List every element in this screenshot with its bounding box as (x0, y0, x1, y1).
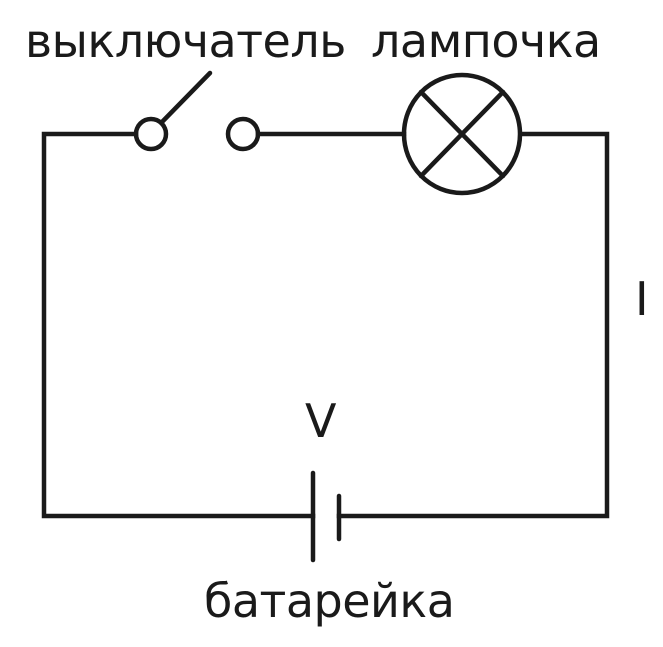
switch-symbol (133, 70, 261, 152)
switch-label: выключатель (25, 14, 346, 68)
battery-label: батарейка (204, 574, 455, 628)
lamp-symbol (401, 72, 523, 196)
voltage-label: V (305, 394, 337, 448)
circuit-wires (41, 131, 610, 519)
switch-lever (159, 70, 213, 125)
wire-right (336, 131, 610, 519)
current-label: I (635, 272, 649, 326)
lamp-cross-b (418, 89, 506, 179)
lamp-circle (401, 72, 523, 196)
lamp-label: лампочка (371, 14, 601, 68)
switch-terminal-right (225, 116, 261, 152)
wire-left-top (41, 131, 316, 519)
switch-terminal-left (133, 116, 169, 152)
battery-symbol (310, 470, 342, 563)
